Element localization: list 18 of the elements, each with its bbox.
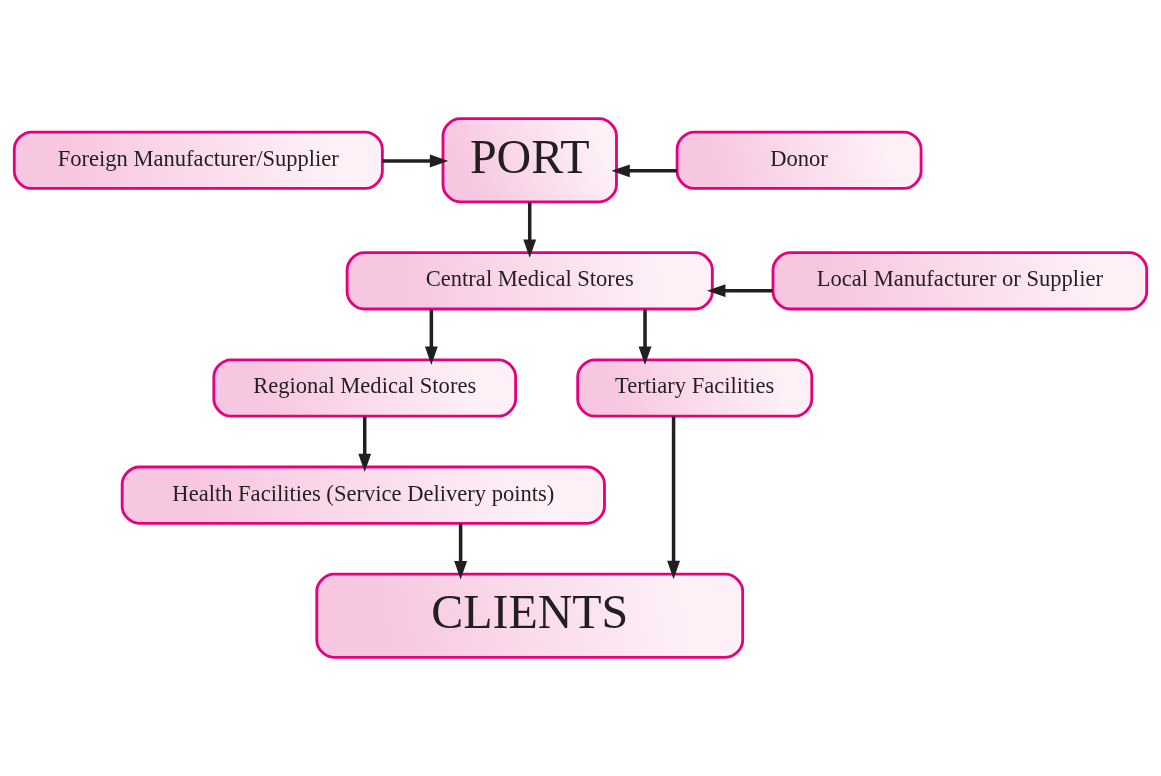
node-box: CLIENTS <box>315 572 745 659</box>
node-box: Regional Medical Stores <box>212 358 518 418</box>
arrow <box>523 202 537 258</box>
arrow <box>358 416 372 473</box>
node-box: PORT <box>441 117 618 204</box>
node-box: Local Manufacturer or Supplier <box>771 251 1149 311</box>
arrow <box>454 523 468 580</box>
arrow <box>611 164 677 178</box>
node-box: Foreign Manufacturer/Supplier <box>12 130 384 190</box>
arrow <box>667 416 680 580</box>
node-box: Health Facilities (Service Delivery points) <box>120 465 606 525</box>
arrow <box>382 154 449 168</box>
node-box: Central Medical Stores <box>345 251 714 311</box>
arrow <box>638 309 652 365</box>
node-box: Donor <box>675 130 923 190</box>
node-box: Tertiary Facilities <box>576 358 814 418</box>
arrow <box>424 309 438 365</box>
arrow <box>707 284 773 298</box>
